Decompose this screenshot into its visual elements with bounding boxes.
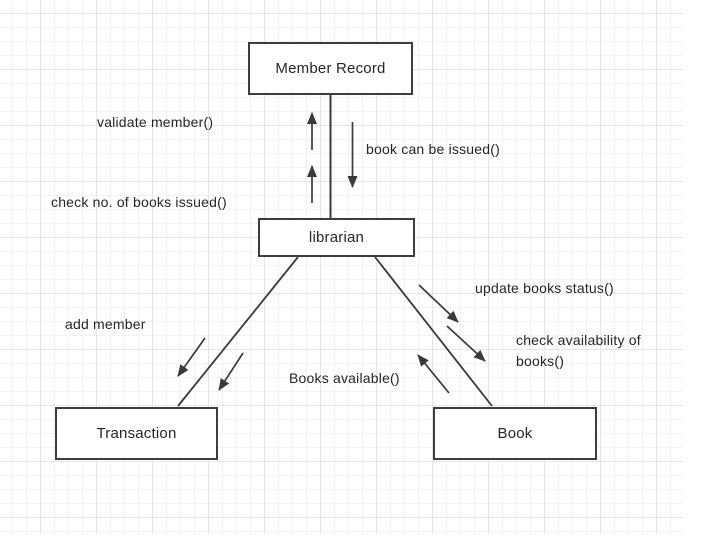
- node-book: Book: [433, 407, 597, 460]
- node-transaction-label: Transaction: [96, 425, 177, 442]
- label-validate-member: validate member(): [97, 114, 214, 130]
- label-books-available: Books available(): [289, 370, 400, 386]
- node-member-record: Member Record: [248, 42, 413, 95]
- label-update-books-status: update books status(): [475, 280, 614, 296]
- node-member-record-label: Member Record: [275, 60, 386, 77]
- node-librarian-label: librarian: [308, 229, 365, 246]
- node-librarian: librarian: [258, 218, 415, 257]
- label-add-member: add member: [65, 316, 146, 332]
- label-check-books-issued: check no. of books issued(): [51, 194, 227, 210]
- node-transaction: Transaction: [55, 407, 218, 460]
- label-book-can-be-issued: book can be issued(): [366, 141, 500, 157]
- label-check-availability: check availability of books(): [516, 332, 641, 369]
- node-book-label: Book: [497, 425, 533, 442]
